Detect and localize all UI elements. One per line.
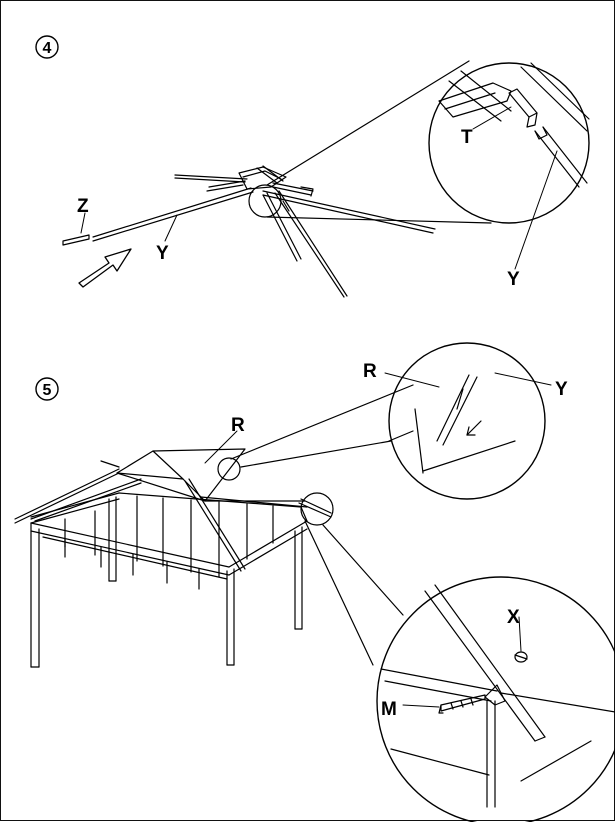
step-4-direction-arrow bbox=[78, 248, 132, 288]
label-t: T bbox=[461, 127, 473, 148]
step-5-gazebo-frame bbox=[14, 448, 332, 668]
step-5-detail-canopy bbox=[384, 342, 552, 500]
step-5-figure bbox=[14, 342, 615, 822]
step-5-badge bbox=[35, 377, 59, 401]
label-y-step5-detail: Y bbox=[555, 379, 568, 400]
label-r-step5: R bbox=[231, 415, 245, 436]
step-4-badge bbox=[35, 35, 59, 59]
label-m: M bbox=[381, 699, 397, 720]
step-4-detail-view bbox=[428, 62, 590, 270]
step-4-figure bbox=[35, 35, 590, 298]
step-5-bolt-m bbox=[440, 694, 486, 712]
label-z: Z bbox=[77, 196, 89, 217]
label-x: X bbox=[507, 607, 520, 628]
step-5-top-canopy bbox=[116, 448, 246, 502]
step-4-number: 4 bbox=[43, 40, 52, 57]
label-y-step4: Y bbox=[156, 243, 169, 264]
step-5-nut-x bbox=[514, 651, 528, 663]
step-5-number: 5 bbox=[43, 382, 52, 399]
step-5-zoom-source-corner bbox=[300, 492, 334, 526]
step-4-roof-frame bbox=[92, 165, 436, 298]
step-4-zoom-source bbox=[248, 184, 282, 218]
step-5-zoom-source-top bbox=[217, 457, 241, 481]
step-5-detail-corner bbox=[376, 576, 615, 822]
step-4-z-part bbox=[62, 234, 90, 246]
label-y-step4-detail: Y bbox=[507, 269, 520, 290]
label-r-step5-detail: R bbox=[363, 361, 377, 382]
